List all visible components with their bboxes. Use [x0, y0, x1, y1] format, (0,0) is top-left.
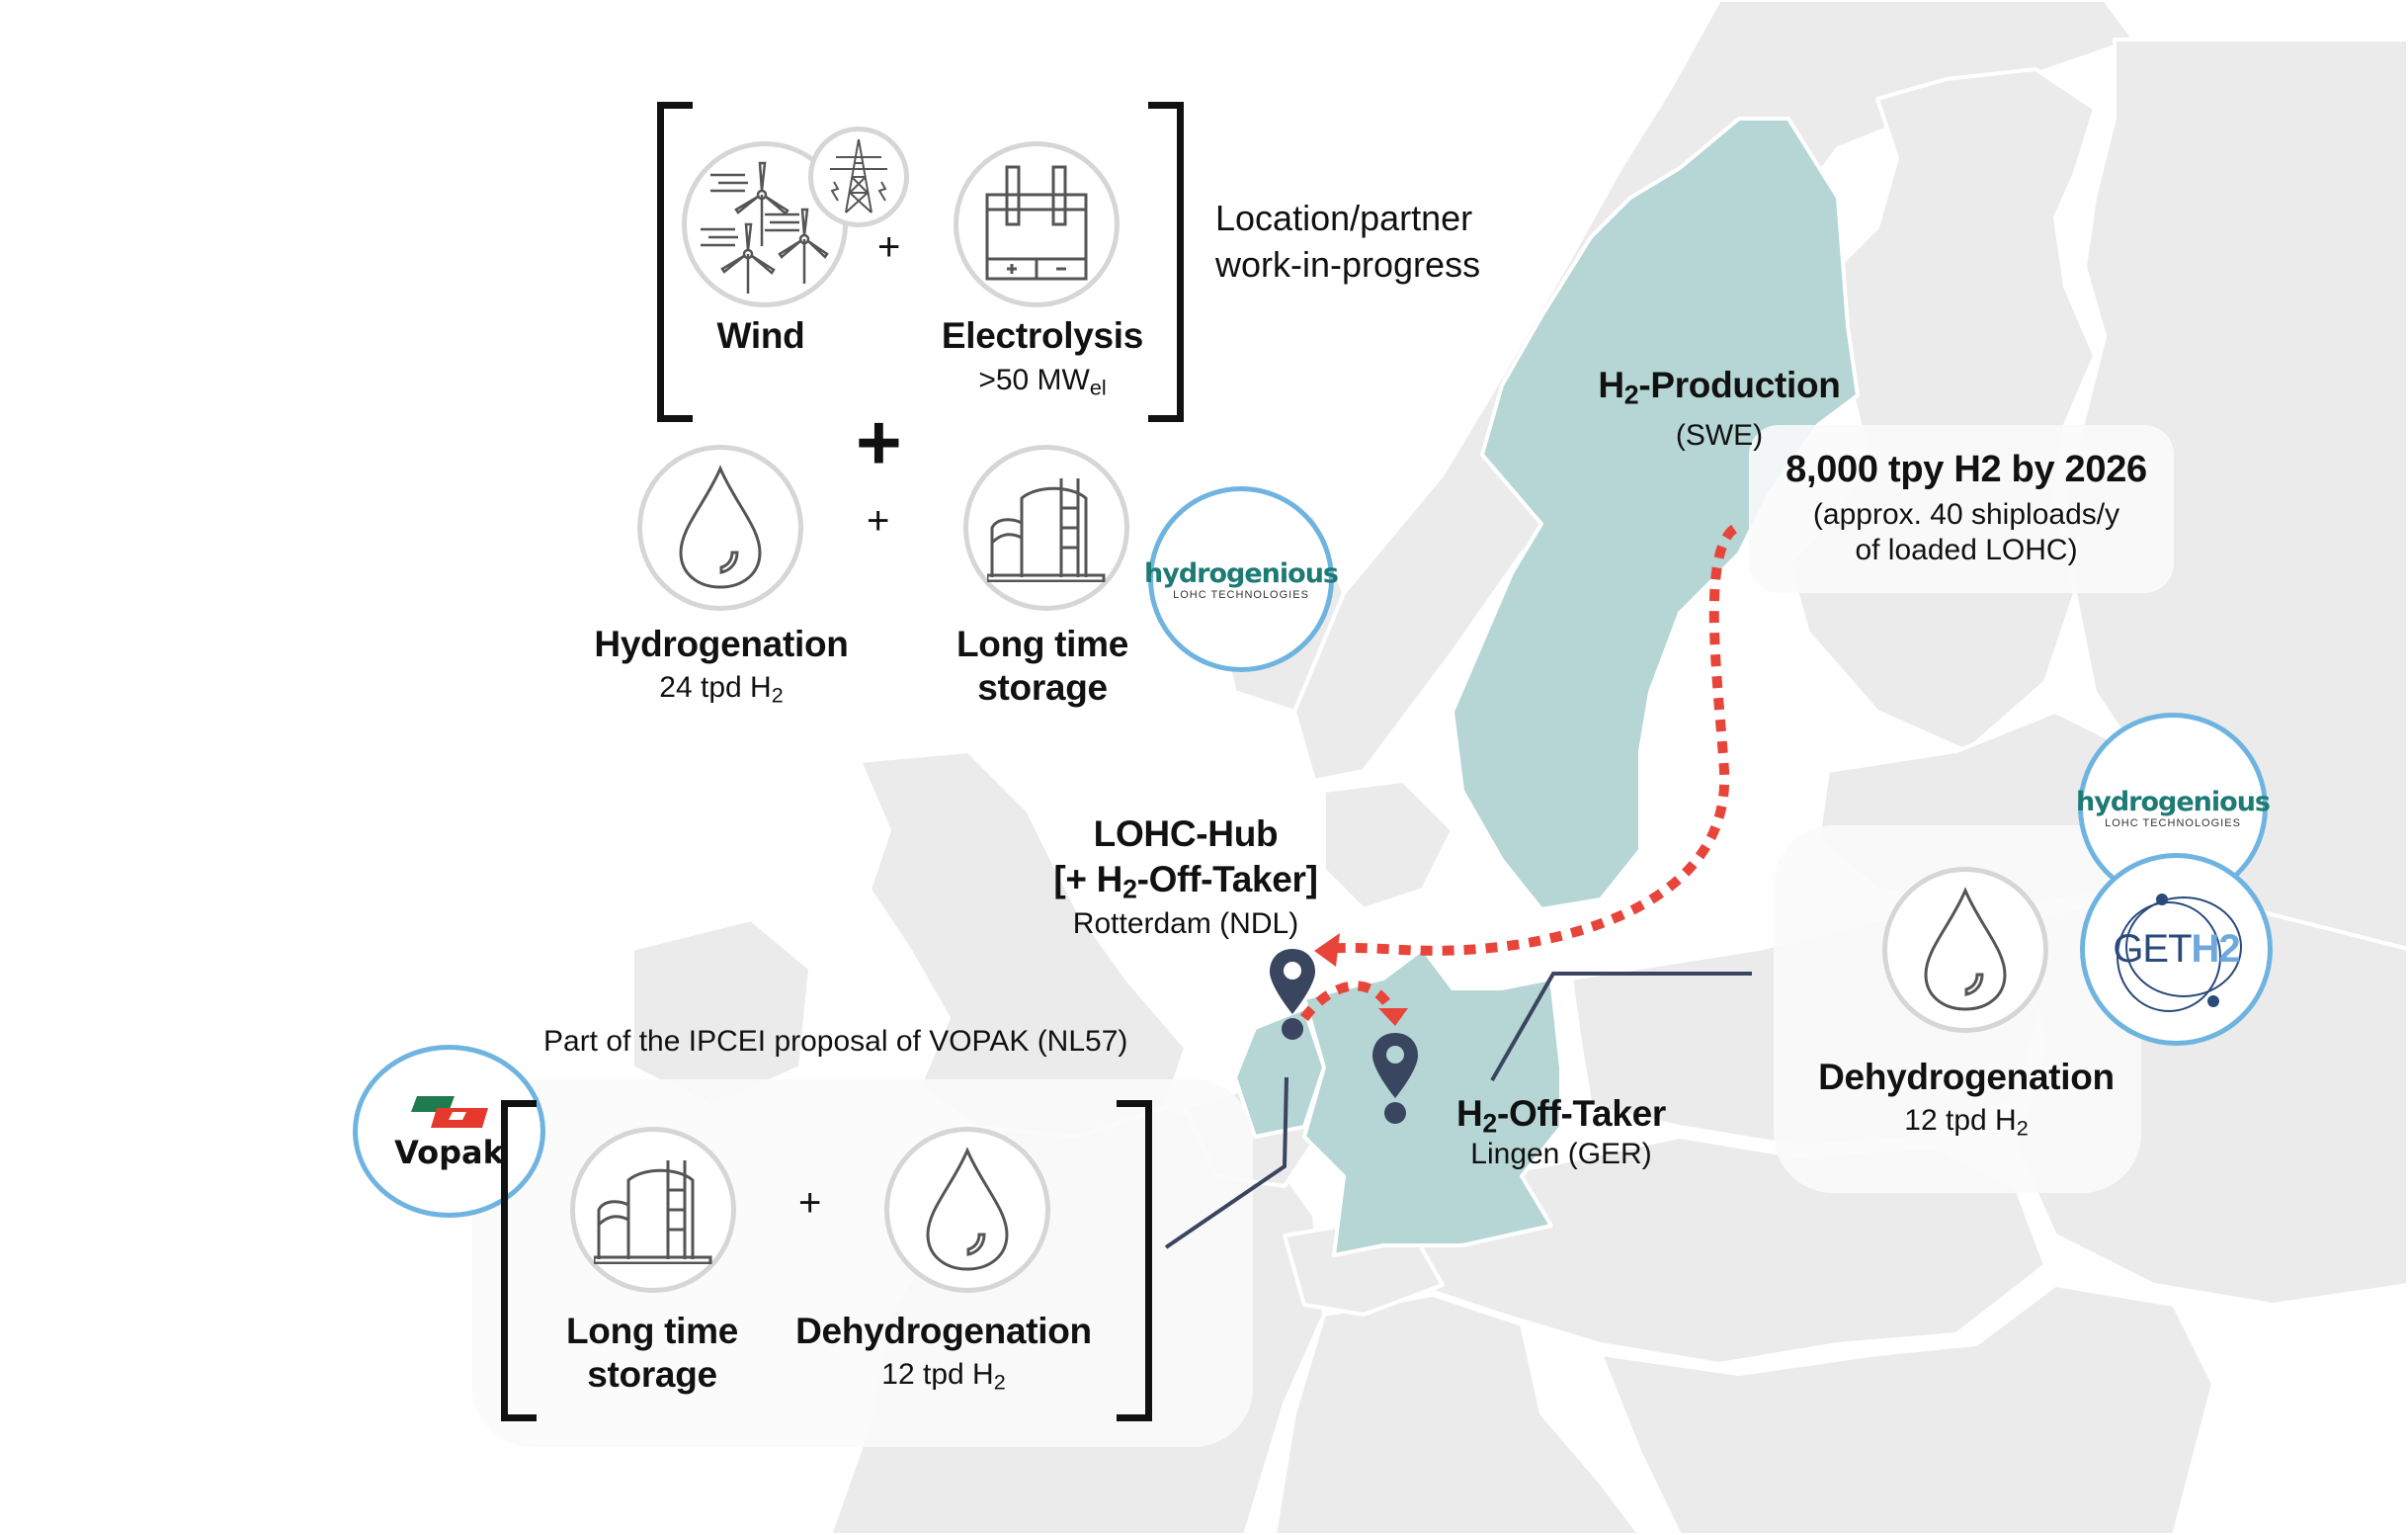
droplet-icon — [926, 1147, 1009, 1271]
bracket-left-vopak — [501, 1100, 537, 1421]
route-arrowhead-lingen — [1378, 1008, 1408, 1026]
lingen-dehydrogenation-label: Dehydrogenation — [1818, 1057, 2115, 1097]
droplet-icon — [679, 465, 762, 589]
ipcei-caption: Part of the IPCEI proposal of VOPAK (NL5… — [543, 1025, 1128, 1058]
vopak-mark-icon — [410, 1095, 488, 1128]
vopak-dehydrogenation-label: Dehydrogenation — [795, 1311, 1092, 1351]
wind-label: Wind — [716, 315, 805, 356]
geth2-wordmark: GETH2 — [2113, 927, 2240, 971]
plus-vopak: + — [798, 1181, 822, 1225]
power-pylon-icon — [830, 138, 887, 213]
plus-hydrogenation-storage: + — [867, 499, 890, 543]
geth2-orbit-icon — [2117, 894, 2242, 1012]
lingen-dehydrogenation-capacity: 12 tpd H2 — [1904, 1104, 2029, 1141]
storage-tank-icon — [594, 1160, 712, 1264]
lohc-hub-title: LOHC-Hub — [1093, 813, 1279, 854]
sweden-country-code: (SWE) — [1675, 419, 1764, 452]
storage-tank-icon — [987, 478, 1106, 582]
electrolysis-label: Electrolysis — [941, 315, 1144, 356]
hydrogenation-icon-circle — [637, 445, 803, 611]
shipping-panel-backdrop — [1749, 425, 2174, 593]
bracket-left-production — [657, 102, 693, 422]
location-note: Location/partner work-in-progress — [1215, 198, 1481, 285]
hydrogenious-tagline: LOHC TECHNOLOGIES — [1173, 588, 1309, 601]
map-central-east — [1381, 1135, 2047, 1366]
hydrogenation-label: Hydrogenation — [594, 624, 849, 664]
route-arrowhead-rotterdam — [1314, 933, 1340, 967]
storage-label: Long time storage — [955, 624, 1129, 708]
droplet-icon — [1924, 887, 2007, 1011]
connector-lingen-to-dehydrogenation — [1490, 972, 1752, 1081]
vopak-logo: Vopak — [353, 1045, 545, 1218]
hydrogenious-tagline: LOHC TECHNOLOGIES — [2105, 816, 2241, 829]
map-denmark — [1322, 779, 1454, 911]
route-rotterdam-to-lingen — [1300, 981, 1398, 1022]
electrolysis-icon-circle — [954, 141, 1120, 307]
storage-icon-circle — [963, 445, 1129, 611]
vopak-wordmark: Vopak — [394, 1133, 504, 1171]
lingen-dehydrogenation-icon-circle — [1882, 867, 2048, 1033]
lohc-hub-subtitle: [+ H2-Off-Taker] — [1053, 859, 1318, 904]
lingen-pin-icon[interactable] — [1370, 1031, 1420, 1125]
shipping-detail: (approx. 40 shiploads/y of loaded LOHC) — [1812, 498, 2120, 566]
h2-production-title: H2-Production — [1598, 365, 1841, 410]
electrolyser-icon — [985, 165, 1088, 281]
vopak-dehydrogenation-icon-circle — [884, 1127, 1050, 1293]
offtaker-location: Lingen (GER) — [1470, 1138, 1652, 1170]
map-netherlands-highlight — [1233, 1006, 1326, 1139]
power-pylon-icon-circle — [808, 127, 909, 227]
map-sweden-highlight — [1451, 117, 1860, 911]
wind-turbines-icon — [701, 161, 829, 294]
hydrogenious-logo-top: hydrogenious LOHC TECHNOLOGIES — [1144, 486, 1339, 672]
offtaker-title: H2-Off-Taker — [1456, 1093, 1666, 1139]
hydrogenious-wordmark: hydrogenious — [2076, 786, 2271, 817]
hydrogenation-capacity: 24 tpd H2 — [659, 671, 784, 708]
hydrogenious-wordmark: hydrogenious — [1144, 557, 1339, 589]
plus-large-production: + — [856, 398, 902, 486]
bracket-right-vopak — [1117, 1100, 1152, 1421]
connector-rotterdam-to-vopak — [1164, 1076, 1288, 1249]
geth2-logo: GETH2 — [2080, 853, 2273, 1046]
plus-wind-electrolysis: + — [877, 225, 901, 269]
vopak-storage-icon-circle — [570, 1127, 736, 1293]
shipping-headline: 8,000 tpy H2 by 2026 — [1785, 449, 2147, 490]
map-ireland — [630, 917, 812, 1109]
electrolysis-capacity: >50 MWel — [978, 364, 1107, 400]
rotterdam-pin-icon[interactable] — [1268, 947, 1317, 1041]
lohc-hub-location: Rotterdam (NDL) — [1072, 907, 1299, 940]
vopak-storage-label: Long time storage — [565, 1311, 739, 1395]
map-italy — [1273, 1293, 1642, 1535]
bracket-right-production — [1148, 102, 1184, 422]
map-balkans — [1599, 1283, 2215, 1535]
map-germany-highlight — [1302, 947, 1563, 1257]
route-sweden-to-rotterdam — [1323, 524, 1738, 956]
vopak-dehydrogenation-capacity: 12 tpd H2 — [881, 1358, 1006, 1395]
